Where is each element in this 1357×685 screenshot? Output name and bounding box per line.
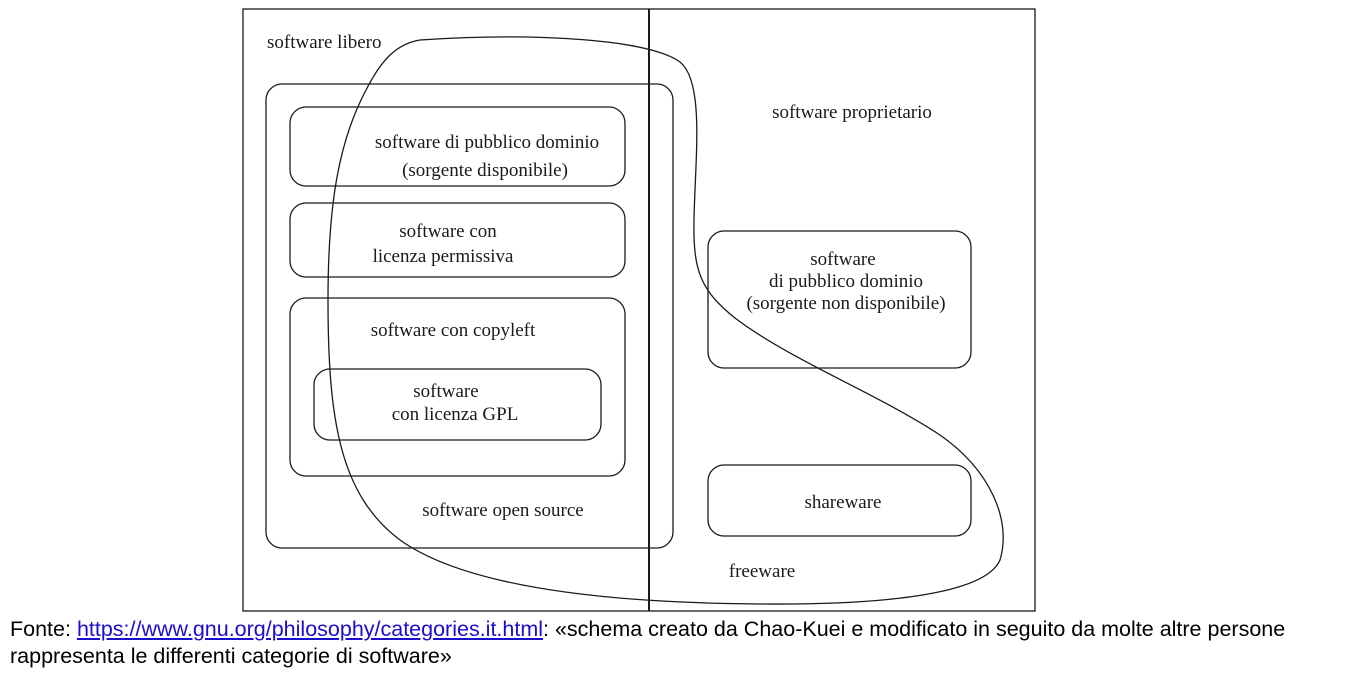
copyleft-box bbox=[289, 297, 626, 477]
software-categories-diagram: software libero software proprietario so… bbox=[242, 8, 1036, 612]
public-domain-nosource-label-line2: di pubblico dominio bbox=[769, 271, 923, 292]
permissive-license-box bbox=[289, 202, 626, 278]
caption-text: : «schema creato da Chao-Kuei e modifica… bbox=[10, 617, 1286, 668]
public-domain-nosource-label-line1: software bbox=[810, 249, 875, 270]
public-domain-source-box bbox=[289, 106, 626, 187]
permissive-label-line2: licenza permissiva bbox=[373, 246, 514, 267]
open-source-box bbox=[265, 83, 674, 549]
gpl-box bbox=[313, 368, 602, 441]
open-source-label: software open source bbox=[422, 500, 583, 521]
shareware-box bbox=[707, 464, 972, 537]
diagram-frame bbox=[242, 8, 1036, 612]
freeware-label: freeware bbox=[729, 561, 795, 582]
caption-prefix: Fonte: bbox=[10, 617, 77, 641]
gpl-label-line1: software bbox=[413, 381, 478, 402]
proprietary-software-label: software proprietario bbox=[772, 102, 932, 123]
public-domain-source-label-line1: software di pubblico dominio bbox=[375, 132, 599, 153]
free-software-label: software libero bbox=[267, 32, 381, 53]
gpl-label-line2: con licenza GPL bbox=[392, 404, 519, 425]
source-caption: Fonte: https://www.gnu.org/philosophy/ca… bbox=[10, 616, 1350, 670]
public-domain-source-label-line2: (sorgente disponibile) bbox=[402, 160, 568, 181]
public-domain-nosource-box bbox=[707, 230, 972, 369]
public-domain-nosource-label-line3: (sorgente non disponibile) bbox=[746, 293, 945, 314]
copyleft-label: software con copyleft bbox=[371, 320, 536, 341]
source-link[interactable]: https://www.gnu.org/philosophy/categorie… bbox=[76, 617, 544, 641]
shareware-label: shareware bbox=[804, 492, 881, 513]
freeware-region bbox=[327, 36, 1004, 605]
permissive-label-line1: software con bbox=[399, 221, 497, 242]
